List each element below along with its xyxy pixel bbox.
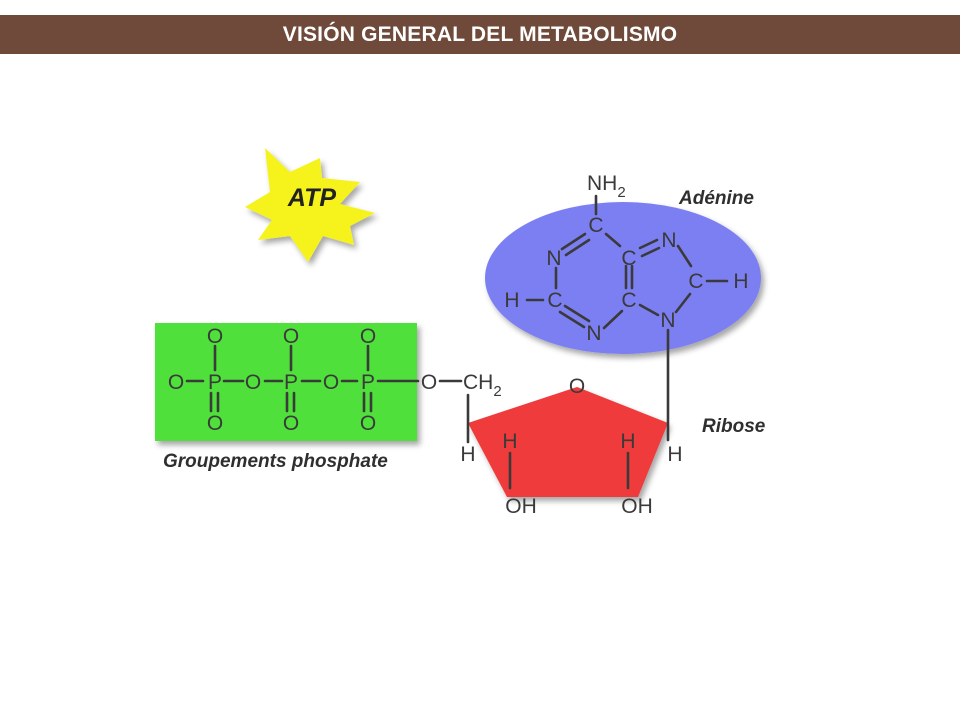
atom-o: O: [283, 325, 299, 348]
atom-h: H: [620, 430, 635, 453]
adenine-bonds: [525, 194, 729, 330]
atom-o: O: [323, 371, 339, 394]
atp-starburst-icon: [245, 148, 375, 262]
atom-o: O: [569, 375, 585, 398]
atom-o: O: [421, 371, 437, 394]
title-bar: VISIÓN GENERAL DEL METABOLISMO: [0, 15, 960, 54]
adenine-atoms: NH2 C N C N C H H C C N N: [504, 172, 748, 345]
ribose-bonds: [466, 328, 670, 490]
atom-c: C: [588, 214, 603, 237]
atom-o: O: [283, 412, 299, 435]
ribose-atoms: O H H H H OH OH: [460, 375, 682, 518]
atom-h: H: [502, 430, 517, 453]
phosphate-atoms: O P O P O P O O O O O O O CH2: [168, 325, 502, 435]
phosphate-bonds: [185, 344, 463, 413]
atom-p: P: [208, 371, 222, 394]
atom-n: N: [586, 322, 601, 345]
atom-ch2: CH2: [463, 371, 502, 400]
atom-oh: OH: [621, 495, 653, 518]
atom-c: C: [621, 289, 636, 312]
atom-c: C: [547, 289, 562, 312]
atom-c: C: [688, 270, 703, 293]
atom-n: N: [661, 229, 676, 252]
atom-h: H: [460, 443, 475, 466]
ribose-pentagon: [468, 387, 668, 497]
atom-h: H: [667, 443, 682, 466]
atom-n: N: [546, 247, 561, 270]
phosphate-label: Groupements phosphate: [163, 451, 388, 472]
atp-badge-text: ATP: [287, 184, 336, 212]
atom-o: O: [207, 325, 223, 348]
atom-p: P: [284, 371, 298, 394]
atom-oh: OH: [505, 495, 537, 518]
page-title: VISIÓN GENERAL DEL METABOLISMO: [282, 22, 678, 46]
atom-n: N: [660, 309, 675, 332]
atom-p: P: [361, 371, 375, 394]
atom-o: O: [207, 412, 223, 435]
atom-c: C: [621, 247, 636, 270]
atom-o: O: [168, 371, 184, 394]
ribose-label: Ribose: [702, 416, 766, 437]
atom-o: O: [360, 325, 376, 348]
adenine-label: Adénine: [678, 188, 754, 209]
adenine-ellipse: [485, 202, 761, 354]
atom-o: O: [245, 371, 261, 394]
atom-h: H: [733, 270, 748, 293]
atom-h: H: [504, 289, 519, 312]
atom-nh2: NH2: [587, 172, 626, 201]
atom-o: O: [360, 412, 376, 435]
